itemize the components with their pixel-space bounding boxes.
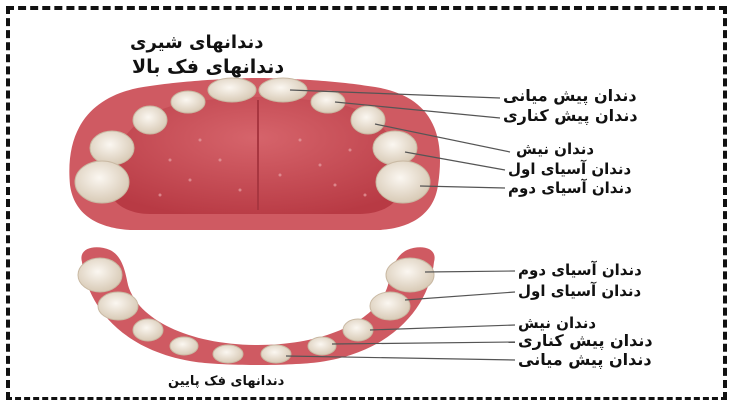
- lower-first-molar-right: [370, 292, 410, 320]
- diagram-title: دندانهای شیری: [130, 32, 263, 53]
- upper-canine-right: [351, 106, 385, 134]
- lower-jaw-title: دندانهای فک پایین: [168, 374, 284, 389]
- lower-jaw: [78, 247, 435, 365]
- upper-jaw: [69, 78, 440, 230]
- lower-second-molar-left: [78, 258, 122, 292]
- lower-lateral-incisor-left: [170, 337, 198, 355]
- lower-label-central-incisor: دندان پیش میانی: [518, 350, 652, 369]
- lower-central-incisor-right: [261, 345, 291, 363]
- lower-lateral-incisor-right: [308, 337, 336, 355]
- leader-lower-second-molar: [425, 271, 515, 272]
- lower-canine-right: [343, 319, 373, 341]
- upper-first-molar-right: [373, 131, 417, 165]
- lower-label-first-molar: دندان آسیای اول: [518, 282, 641, 300]
- upper-second-molar-left: [75, 161, 129, 203]
- upper-canine-left: [133, 106, 167, 134]
- lower-label-second-molar: دندان آسیای دوم: [518, 261, 642, 279]
- lower-central-incisor-left: [213, 345, 243, 363]
- upper-first-molar-left: [90, 131, 134, 165]
- lower-canine-left: [133, 319, 163, 341]
- upper-lateral-incisor-left: [171, 91, 205, 113]
- upper-label-central-incisor: دندان پیش میانی: [503, 86, 637, 105]
- upper-central-incisor-left: [208, 78, 256, 102]
- lower-first-molar-left: [98, 292, 138, 320]
- upper-label-first-molar: دندان آسیای اول: [508, 160, 631, 178]
- lower-label-lateral-incisor: دندان پیش کناری: [518, 331, 653, 350]
- upper-label-second-molar: دندان آسیای دوم: [508, 179, 632, 197]
- upper-second-molar-right: [376, 161, 430, 203]
- upper-label-lateral-incisor: دندان پیش کناری: [503, 106, 638, 125]
- upper-jaw-title: دندانهای فک بالا: [132, 56, 284, 78]
- upper-label-canine: دندان نیش: [516, 140, 594, 158]
- lower-label-canine: دندان نیش: [518, 314, 596, 332]
- lower-second-molar-right: [386, 258, 434, 292]
